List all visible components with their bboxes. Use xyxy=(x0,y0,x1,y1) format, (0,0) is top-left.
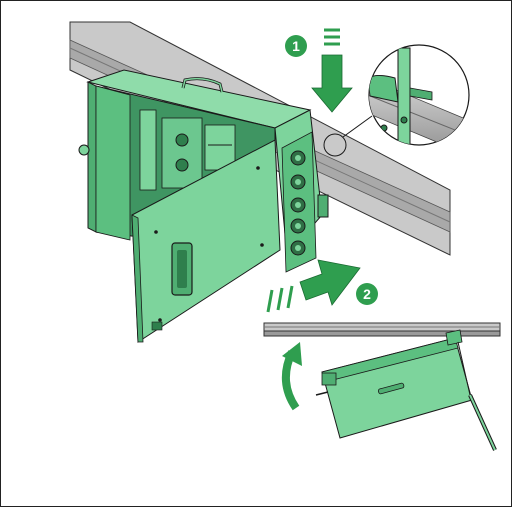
step-2-number: 2 xyxy=(363,286,371,302)
enclosure-illustration xyxy=(78,69,329,343)
rotate-arrow xyxy=(282,342,302,411)
step-1-number: 1 xyxy=(292,38,300,54)
step-2-badge: 2 xyxy=(356,283,378,305)
push-arrow xyxy=(266,259,361,313)
rail-detail xyxy=(263,322,501,337)
down-arrow xyxy=(311,28,353,113)
step-1-badge: 1 xyxy=(285,35,307,57)
tilting-enclosure xyxy=(315,329,497,451)
connector-glands xyxy=(290,150,306,256)
